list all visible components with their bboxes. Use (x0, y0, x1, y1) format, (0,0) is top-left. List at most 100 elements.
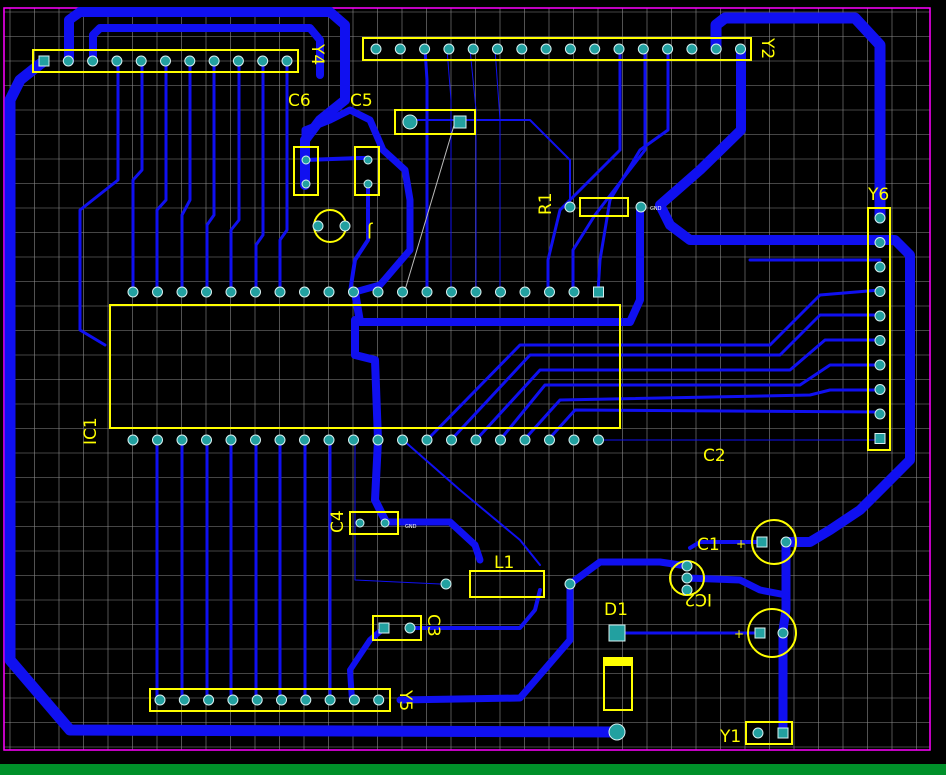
y2-pad[interactable] (492, 43, 503, 55)
ic1-pad-top[interactable] (299, 286, 310, 298)
y4-pad[interactable] (184, 55, 196, 67)
c6-pad[interactable] (363, 179, 373, 189)
y5-pad[interactable] (348, 694, 360, 706)
ic1-pad-top[interactable] (201, 286, 212, 298)
ic1-pad-top[interactable] (421, 286, 433, 298)
ic1-pad-bottom[interactable] (176, 434, 188, 446)
y2-pad[interactable] (467, 43, 479, 55)
c3-pad[interactable] (404, 622, 416, 634)
ic1-pad-top[interactable] (323, 286, 335, 298)
c6-pad[interactable] (301, 155, 311, 165)
ic1-pad-top[interactable] (495, 286, 506, 298)
ic1-pad-top[interactable] (152, 286, 163, 298)
cap-pad[interactable] (777, 627, 789, 639)
c1-pad[interactable] (780, 536, 792, 548)
y4-pad[interactable] (135, 55, 147, 67)
r1-pad[interactable] (635, 201, 647, 213)
ic1-pad-top[interactable] (348, 286, 359, 298)
y5-pad[interactable] (276, 694, 287, 706)
ic1-pad-bottom[interactable] (421, 434, 433, 446)
c6-pad[interactable] (363, 155, 373, 165)
y2-pad[interactable] (637, 43, 649, 55)
y2-pad[interactable] (686, 43, 698, 55)
y4-pad[interactable] (87, 55, 99, 67)
ic1-pad-top[interactable] (372, 286, 384, 298)
y6-pad[interactable] (874, 384, 886, 395)
y4-pad[interactable] (38, 55, 50, 67)
ic1-pad-bottom[interactable] (274, 434, 286, 446)
ic1-pad-bottom[interactable] (225, 434, 237, 446)
j-pad[interactable] (339, 220, 351, 232)
ic1-pad-bottom[interactable] (593, 434, 604, 446)
c5-pad[interactable] (453, 115, 467, 129)
ic1-pad-bottom[interactable] (470, 434, 482, 446)
y5-pad[interactable] (373, 694, 385, 706)
y4-pad[interactable] (208, 55, 220, 67)
y5-pad[interactable] (227, 694, 239, 706)
r1-pad[interactable] (564, 201, 576, 213)
ic1-pad-bottom[interactable] (299, 434, 310, 446)
l1-pad[interactable] (564, 578, 576, 590)
ic1-pad-top[interactable] (397, 286, 408, 298)
y1-pad[interactable] (752, 727, 764, 739)
ic1-pad-bottom[interactable] (446, 434, 457, 446)
y2-pad[interactable] (540, 43, 552, 55)
c1-pad[interactable] (756, 536, 768, 548)
y2-pad[interactable] (564, 43, 576, 55)
y2-pad[interactable] (735, 43, 746, 55)
ic1-pad-top[interactable] (470, 286, 482, 298)
ic1-pad-top[interactable] (519, 286, 531, 298)
y2-pad[interactable] (419, 43, 431, 55)
y4-pad[interactable] (111, 55, 123, 67)
c6-pad[interactable] (301, 179, 311, 189)
y4-pad[interactable] (160, 55, 171, 67)
ic1-pad-top[interactable] (127, 286, 139, 298)
ic1-pad-bottom[interactable] (127, 434, 139, 446)
cap-pad[interactable] (754, 627, 766, 639)
y2-pad[interactable] (613, 43, 625, 55)
ic2-pad[interactable] (681, 584, 693, 596)
y5-pad[interactable] (324, 694, 336, 706)
ic1-pad-top[interactable] (225, 286, 237, 298)
y6-pad[interactable] (874, 237, 886, 248)
y6-pad[interactable] (874, 408, 886, 420)
y1-pad[interactable] (777, 727, 789, 739)
y2-pad[interactable] (370, 43, 382, 55)
ic2-pad[interactable] (681, 560, 693, 572)
y2-pad[interactable] (443, 43, 455, 55)
y5-pad[interactable] (154, 694, 166, 706)
c4-pad[interactable] (380, 518, 390, 528)
c4-pad[interactable] (355, 518, 365, 528)
l1-pad[interactable] (440, 578, 452, 590)
ic1-pad-bottom[interactable] (397, 434, 408, 446)
ic1-pad-bottom[interactable] (495, 434, 506, 446)
y6-pad[interactable] (874, 261, 886, 273)
y6-pad[interactable] (874, 310, 886, 322)
ic1-pad-top[interactable] (250, 286, 261, 298)
ic1-pad-bottom[interactable] (544, 434, 555, 446)
ic1-pad-bottom[interactable] (152, 434, 163, 446)
ic1-pad-bottom[interactable] (250, 434, 261, 446)
c3-pad[interactable] (378, 622, 390, 634)
ic1-pad-top[interactable] (544, 286, 555, 298)
y6-pad[interactable] (874, 359, 886, 371)
y2-pad[interactable] (516, 43, 528, 55)
y2-pad[interactable] (589, 43, 601, 55)
ic2-pad[interactable] (681, 572, 693, 584)
ic1-pad-bottom[interactable] (323, 434, 335, 446)
ic1-pad-bottom[interactable] (568, 434, 580, 446)
y4-pad[interactable] (281, 55, 293, 67)
d1-pad[interactable] (608, 723, 626, 741)
y4-pad[interactable] (62, 55, 74, 67)
y5-pad[interactable] (203, 694, 215, 706)
ic1-pad-top[interactable] (274, 286, 286, 298)
y5-pad[interactable] (300, 694, 312, 706)
ic1-pad-top[interactable] (446, 286, 457, 298)
y6-pad[interactable] (874, 212, 886, 224)
y4-pad[interactable] (257, 55, 269, 67)
y5-pad[interactable] (251, 694, 263, 706)
ic1-pad-bottom[interactable] (201, 434, 212, 446)
y6-pad[interactable] (874, 335, 886, 346)
